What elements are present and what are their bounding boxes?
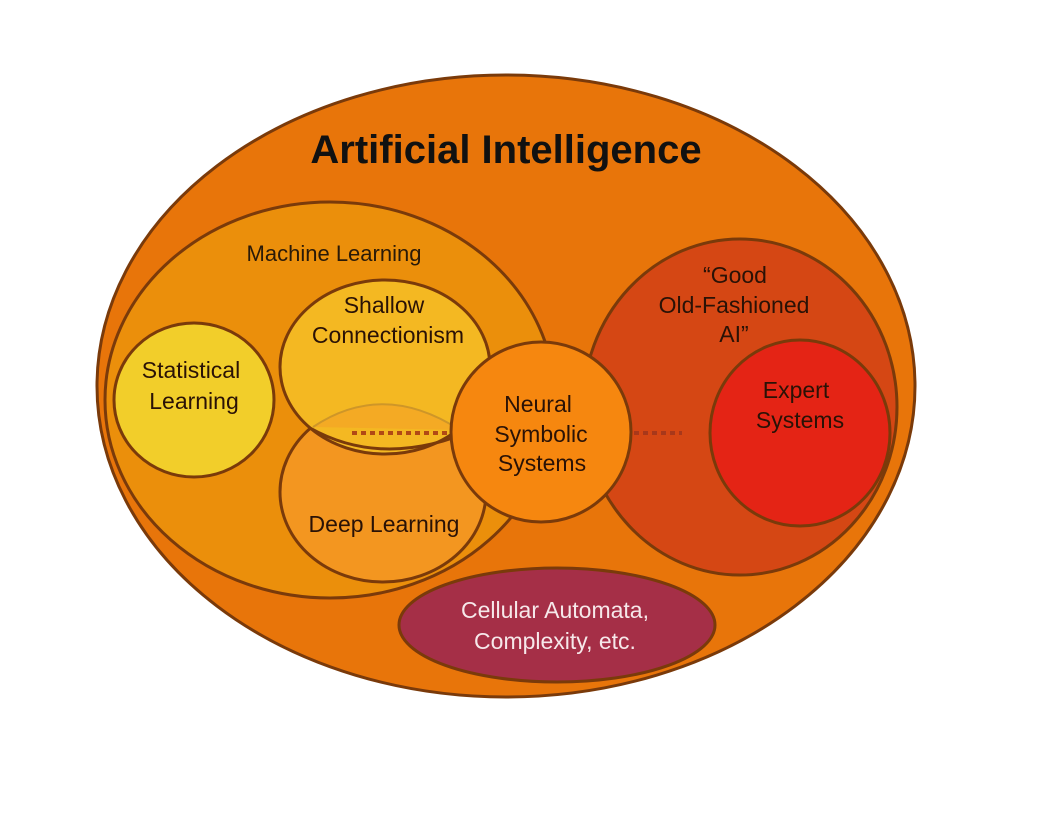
shallow-connectionism-label-1: Shallow xyxy=(344,292,425,318)
neural-symbolic-label-1: Neural xyxy=(504,391,572,417)
expert-systems-region xyxy=(708,338,892,528)
statistical-learning-region xyxy=(112,321,276,479)
gofai-label-2: Old-Fashioned xyxy=(659,292,810,318)
deep-learning-overlap-arc xyxy=(312,403,461,431)
neural-symbolic-label-2: Symbolic xyxy=(494,421,587,447)
statistical-learning-label-1: Statistical xyxy=(142,357,240,383)
shallow-connectionism-label-2: Connectionism xyxy=(312,322,464,348)
diagram-title: Artificial Intelligence xyxy=(310,128,701,172)
gofai-label-3: AI” xyxy=(719,321,748,347)
gofai-label-1: “Good xyxy=(703,262,767,288)
neural-symbolic-label-3: Systems xyxy=(498,450,586,476)
expert-systems-label-2: Systems xyxy=(756,407,844,433)
statistical-learning-label-2: Learning xyxy=(149,388,239,414)
deep-learning-label: Deep Learning xyxy=(309,511,460,537)
neural-symbolic-region xyxy=(449,340,633,524)
expert-systems-label-1: Expert xyxy=(763,377,830,403)
cellular-automata-label-1: Cellular Automata, xyxy=(461,597,649,623)
cellular-automata-label-2: Complexity, etc. xyxy=(474,628,636,654)
cellular-automata-region xyxy=(397,566,717,684)
machine-learning-label: Machine Learning xyxy=(247,241,422,266)
